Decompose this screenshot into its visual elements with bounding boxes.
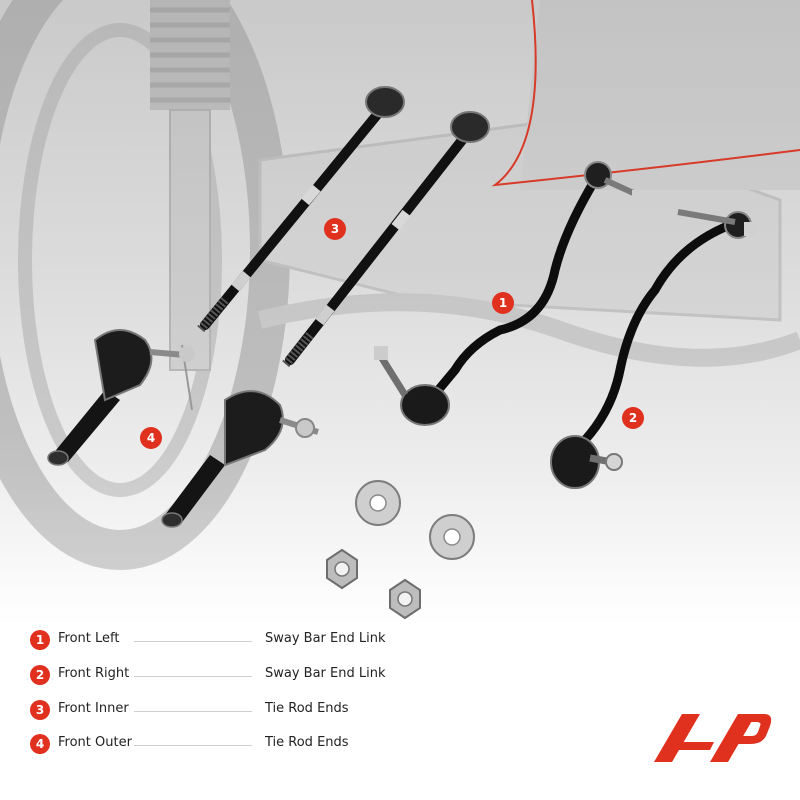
outer-tie-rod-end-left [47, 329, 195, 466]
callout-badge-3: 3 [324, 218, 346, 240]
legend-position-label: Front Outer [58, 735, 132, 750]
legend-part-label: Sway Bar End Link [265, 666, 386, 681]
callout-badge-1: 1 [492, 292, 514, 314]
inner-tie-rod-right [281, 111, 490, 368]
legend-row: 3 Front Inner Tie Rod Ends [30, 700, 450, 722]
legend-row: 4 Front Outer Tie Rod Ends [30, 734, 450, 756]
leader-line [134, 745, 252, 746]
legend-number-badge: 2 [30, 665, 50, 685]
brand-logo-icon [654, 714, 772, 762]
legend-part-label: Sway Bar End Link [265, 631, 386, 646]
callout-badge-2: 2 [622, 407, 644, 429]
decorative-red-arc [491, 0, 800, 187]
hardware-washers-nuts [326, 480, 475, 620]
legend-row: 1 Front Left Sway Bar End Link [30, 630, 450, 652]
legend-part-label: Tie Rod Ends [265, 735, 349, 750]
product-photo [0, 0, 800, 620]
callout-badge-4: 4 [140, 427, 162, 449]
legend-part-label: Tie Rod Ends [265, 701, 349, 716]
sway-bar-link-left [374, 161, 644, 426]
leader-line [134, 641, 252, 642]
legend-position-label: Front Left [58, 631, 120, 646]
leader-line [134, 711, 252, 712]
legend-position-label: Front Right [58, 666, 130, 681]
legend-row: 2 Front Right Sway Bar End Link [30, 665, 450, 687]
legend-number-badge: 3 [30, 700, 50, 720]
inner-tie-rod-left [196, 86, 405, 333]
outer-tie-rod-end-right [161, 390, 319, 528]
legend-number-badge: 1 [30, 630, 50, 650]
sway-bar-link-right [550, 209, 756, 489]
leader-line [134, 676, 252, 677]
legend-number-badge: 4 [30, 734, 50, 754]
legend-position-label: Front Inner [58, 701, 129, 716]
